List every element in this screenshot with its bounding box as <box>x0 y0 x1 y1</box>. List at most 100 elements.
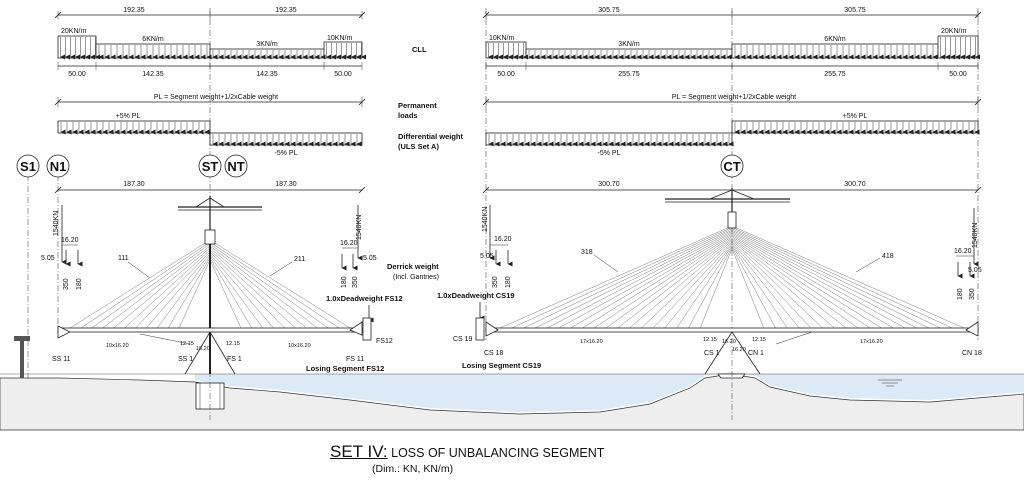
left-abutment <box>14 336 30 378</box>
stay-cable <box>594 236 733 329</box>
stay-cable <box>209 257 252 329</box>
left-cll-load-label-2: 6KN/m <box>142 36 164 43</box>
right-deck-label-5: 17x16.20 <box>860 339 883 345</box>
left-segment-fs11: FS 11 <box>346 356 364 363</box>
svg-text:318: 318 <box>581 249 593 256</box>
left-segment-ss1: SS 1 <box>178 356 193 363</box>
svg-text:16.20: 16.20 <box>61 237 79 244</box>
right-diff-arrows <box>488 122 980 147</box>
left-cll-bottom-dim-4: 50.00 <box>334 71 352 78</box>
stay-cable <box>700 248 733 329</box>
permanent-row-label: Permanent <box>398 101 437 110</box>
stay-cable <box>731 229 929 329</box>
right-segment-cs1: CS 1 <box>704 350 720 357</box>
stay-cable <box>629 240 733 329</box>
stay-cable <box>731 239 847 329</box>
right-cll-load-label-1: 10KN/m <box>489 35 514 42</box>
stay-cable <box>731 244 800 329</box>
svg-text:ST: ST <box>202 159 219 174</box>
left-segment-ss11: SS 11 <box>52 356 71 363</box>
set-description: LOSS OF UNBALANCING SEGMENT <box>391 446 605 460</box>
svg-text:180: 180 <box>76 278 83 290</box>
stay-cable <box>102 245 211 329</box>
stay-cable <box>209 241 340 329</box>
left-closing-segment-box <box>362 317 372 341</box>
right-cll-load-3 <box>525 48 733 59</box>
left-bridge: 111 211 1540KN 16.20 5.05 350 180 1540KN… <box>41 196 403 375</box>
right-cll-bottom-dim-2: 255.75 <box>618 71 640 78</box>
svg-text:350: 350 <box>492 276 499 288</box>
right-deadweight-label: 1.0xDeadweight CS19 <box>437 291 515 300</box>
stay-cable <box>731 236 870 329</box>
left-stay-cables <box>69 239 351 329</box>
stay-cable <box>124 249 211 329</box>
right-cll-load-label-3: 6KN/m <box>824 36 846 43</box>
axis-tag-nt: NT <box>224 154 248 178</box>
stay-cable <box>731 227 953 329</box>
right-cll-load-label-4: 20KN/m <box>941 28 966 35</box>
left-span-dim-2: 187.30 <box>275 181 297 188</box>
left-deck-label-4: 12.15 <box>226 341 240 347</box>
svg-text:1540KN: 1540KN <box>356 215 363 240</box>
svg-text:1540KN: 1540KN <box>972 223 979 248</box>
left-deadweight-label: 1.0xDeadweight FS12 <box>326 294 403 303</box>
right-pylon-foundation <box>717 373 746 379</box>
right-span-dim-1: 300.70 <box>598 181 620 188</box>
right-pylon-head <box>727 211 737 229</box>
right-bridge: 318 418 1540KN 16.20 5.05 350 180 1540KN… <box>437 188 982 375</box>
left-cable-label-211: 211 <box>269 256 305 277</box>
svg-text:211: 211 <box>294 256 305 263</box>
right-deck-label-2: 12.15 <box>703 337 717 343</box>
stay-cable <box>731 248 764 329</box>
left-cll-load-arrows <box>60 37 366 60</box>
stay-cable <box>146 253 211 329</box>
right-deck-label-4: 12.15 <box>752 337 766 343</box>
svg-text:418: 418 <box>882 253 894 260</box>
permanent-row-label-2: loads <box>398 111 418 120</box>
right-cll-load-label-2: 3KN/m <box>618 41 640 48</box>
left-closing-box-label: FS12 <box>376 338 393 345</box>
cll-row-label: CLL <box>412 45 427 54</box>
stay-cable <box>582 235 733 329</box>
stay-cable <box>731 240 835 329</box>
stay-cable <box>209 255 263 329</box>
svg-text:CT: CT <box>723 159 740 174</box>
stay-cable <box>731 231 917 329</box>
stay-cable <box>731 235 882 329</box>
span-dimensions: 187.30 187.30 300.70 300.70 <box>58 181 978 190</box>
svg-text:180: 180 <box>341 276 348 288</box>
left-cll-bottom-dim-1: 50.00 <box>68 71 86 78</box>
svg-text:5.05: 5.05 <box>480 253 494 260</box>
right-cable-label-418: 418 <box>855 253 894 273</box>
left-deck-label-1: 10x16.20 <box>106 343 129 349</box>
stay-cable <box>570 233 733 329</box>
svg-text:350: 350 <box>969 288 976 300</box>
right-closing-segment-box <box>475 317 485 341</box>
right-force-group-left: 1540KN 16.20 5.05 350 180 <box>480 205 513 288</box>
left-force-group-right: 1540KN 16.20 5.05 180 350 <box>340 205 377 288</box>
stay-cable <box>91 243 211 329</box>
stay-cable <box>731 225 965 329</box>
stay-cable <box>535 229 733 329</box>
right-pl-formula: PL = Segment weight+1/2xCable weight <box>672 94 796 101</box>
right-cll-bottom-dim-4: 50.00 <box>949 71 967 78</box>
stay-cable <box>209 259 242 329</box>
axis-tag-s1: S1 <box>16 154 40 178</box>
right-cll-bottom-dim-3: 255.75 <box>824 71 846 78</box>
left-cll-top-dim-2: 192.35 <box>275 7 297 14</box>
right-cll-load-arrows <box>488 37 980 60</box>
stay-cable <box>523 228 733 329</box>
stay-cable <box>731 233 894 329</box>
stay-cable <box>499 225 733 329</box>
stay-cable <box>178 259 211 329</box>
left-diff-minus-label: -5% PL <box>275 150 298 157</box>
stay-cable <box>688 247 733 329</box>
svg-text:5.05: 5.05 <box>41 255 55 262</box>
svg-text:180: 180 <box>957 288 964 300</box>
left-cll-load-label-4: 10KN/m <box>327 35 352 42</box>
right-deck-label-1: 17x16.20 <box>580 339 603 345</box>
stay-cable <box>209 239 351 329</box>
stay-cable <box>731 241 823 329</box>
stay-cable <box>135 251 211 329</box>
